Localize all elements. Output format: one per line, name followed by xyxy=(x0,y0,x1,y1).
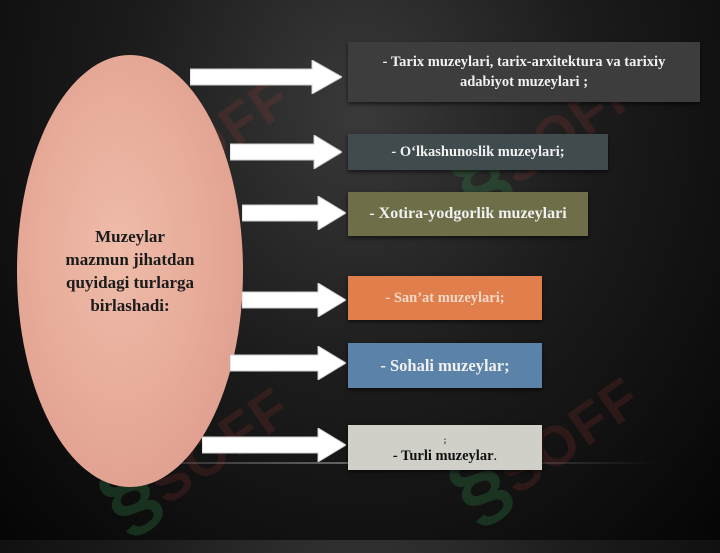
stray-mark: ; xyxy=(443,434,447,445)
arrow-right-icon xyxy=(230,135,342,169)
museum-type-art: - San’at muzeylari; xyxy=(348,276,542,320)
museum-type-label-suffix: . xyxy=(493,447,498,464)
arrow-right-icon xyxy=(230,346,346,380)
museum-type-sectoral: - Sohali muzeylar; xyxy=(348,343,542,388)
museum-type-label: - Xotira-yodgorlik muzeylari xyxy=(369,205,567,222)
central-ellipse: Muzeylar mazmun jihatdan quyidagi turlar… xyxy=(17,55,243,487)
arrow-right-icon xyxy=(242,196,346,230)
museum-type-history: - Tarix muzeylari, tarix-arxitektura va … xyxy=(348,42,700,102)
museum-type-label: - Turli muzeylar xyxy=(392,447,494,464)
arrow-right-icon xyxy=(242,283,346,317)
museum-type-label: - Sohali muzeylar; xyxy=(380,355,510,375)
museum-type-label: - Tarix muzeylari, tarix-arxitektura va … xyxy=(382,54,666,90)
arrow-right-icon xyxy=(190,60,342,94)
museum-type-label: - O‘lkashunoslik muzeylari; xyxy=(391,143,565,160)
museum-type-various: ; - Turli muzeylar. xyxy=(348,425,542,470)
museum-type-label: - San’at muzeylari; xyxy=(385,289,505,306)
central-text: Muzeylar mazmun jihatdan quyidagi turlar… xyxy=(65,227,195,315)
museum-type-local-lore: - O‘lkashunoslik muzeylari; xyxy=(348,134,608,170)
museum-type-memorial: - Xotira-yodgorlik muzeylari xyxy=(348,192,588,236)
arrow-right-icon xyxy=(202,428,346,462)
